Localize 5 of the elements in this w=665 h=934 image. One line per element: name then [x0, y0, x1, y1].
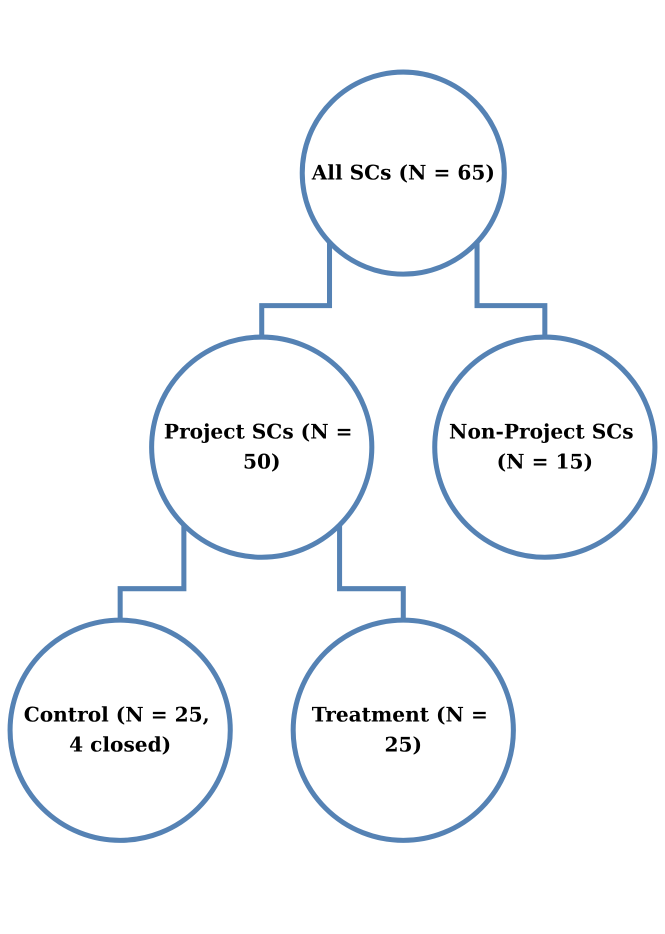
node-circle: Non-Project SCs (N = 15)	[432, 334, 658, 560]
node-circle: All SCs (N = 65)	[300, 69, 507, 276]
node-circle: Treatment (N = 25)	[290, 617, 516, 843]
node-circle: Project SCs (N = 50)	[149, 334, 374, 560]
node-circle: Control (N = 25, 4 closed)	[8, 617, 233, 843]
